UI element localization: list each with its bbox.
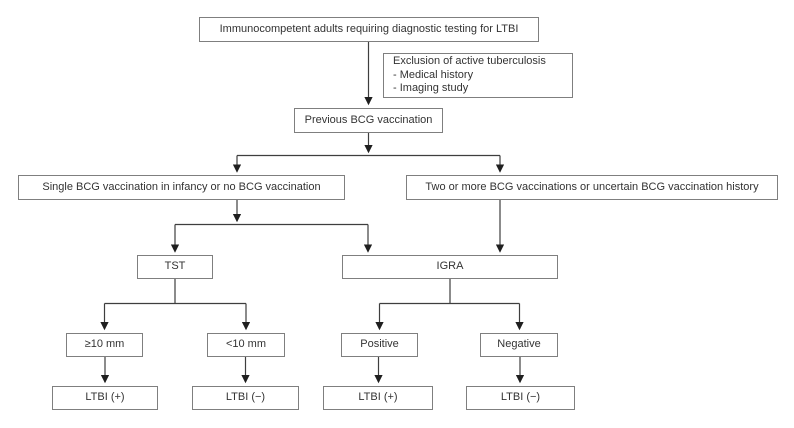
exclusion-note-line-3: - Imaging study: [393, 82, 469, 95]
node-two-or-more-bcg-vaccinations: Two or more BCG vaccinations or uncertai…: [406, 175, 778, 200]
node-igra: IGRA: [342, 255, 558, 279]
node-single-bcg-vaccination: Single BCG vaccination in infancy or no …: [18, 175, 345, 200]
node-result-ltbi-positive-tst: LTBI (+): [52, 386, 158, 410]
exclusion-note-line-1: Exclusion of active tuberculosis: [393, 54, 546, 67]
node-result-ltbi-negative-igra: LTBI (−): [466, 386, 575, 410]
node-tst: TST: [137, 255, 213, 279]
node-tst-ge-10mm: ≥10 mm: [66, 333, 143, 357]
node-exclusion-of-active-tb: Exclusion of active tuberculosis - Medic…: [383, 53, 573, 98]
node-igra-negative: Negative: [480, 333, 558, 357]
node-immunocompetent-adults: Immunocompetent adults requiring diagnos…: [199, 17, 539, 42]
node-tst-lt-10mm: <10 mm: [207, 333, 285, 357]
node-previous-bcg-vaccination: Previous BCG vaccination: [294, 108, 443, 133]
node-igra-positive: Positive: [341, 333, 418, 357]
exclusion-note-line-2: - Medical history: [393, 68, 474, 81]
node-result-ltbi-positive-igra: LTBI (+): [323, 386, 433, 410]
node-result-ltbi-negative-tst: LTBI (−): [192, 386, 299, 410]
